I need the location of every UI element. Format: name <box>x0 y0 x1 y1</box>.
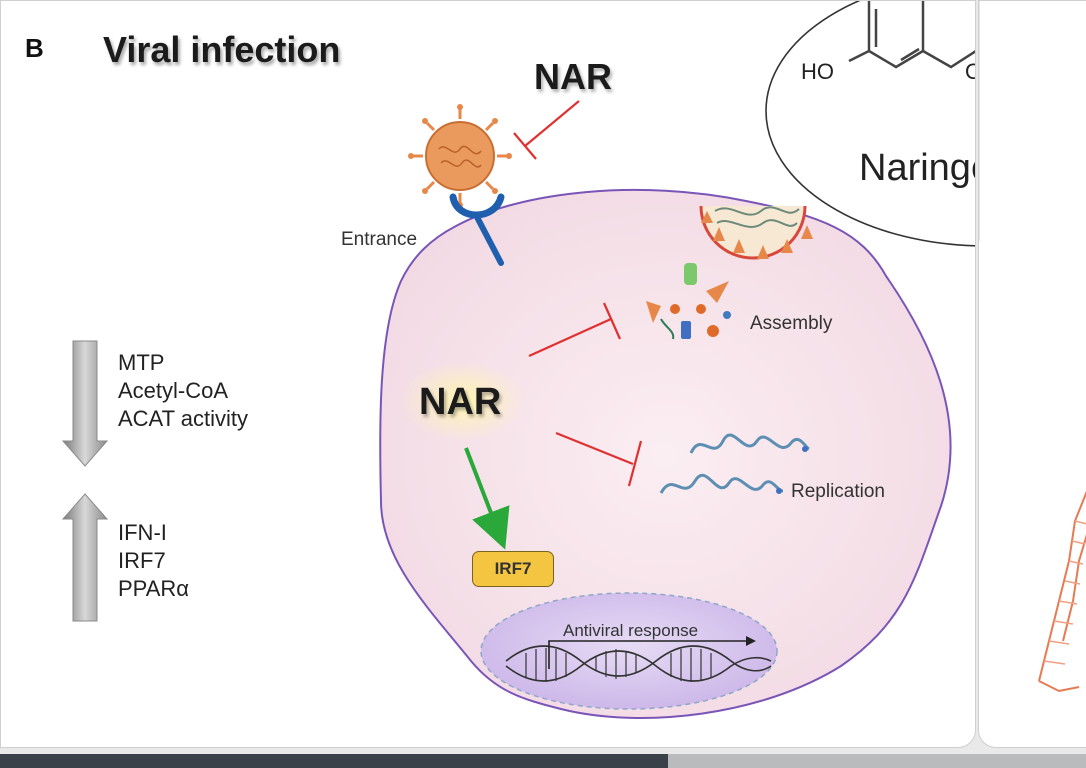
bottom-bar-segment <box>668 754 1086 768</box>
irf7-box: IRF7 <box>472 551 554 587</box>
oxygen-atom-label: O <box>965 59 975 85</box>
inhibition-replication-icon <box>555 431 643 487</box>
upregulated-item: IFN-I <box>118 520 167 545</box>
transcription-arrow-icon <box>548 636 756 669</box>
antiviral-response-label: Antiviral response <box>563 621 699 640</box>
downregulated-item: ACAT activity <box>118 406 248 431</box>
inhibition-assembly-icon <box>528 302 622 358</box>
downregulated-item: MTP <box>118 350 165 375</box>
downregulated-item: Acetyl-CoA <box>118 378 229 403</box>
inhibition-entry-icon <box>513 100 580 160</box>
receptor-icon <box>449 193 505 266</box>
panel-title: Viral infection <box>103 29 341 70</box>
upregulated-item: PPARα <box>118 576 189 601</box>
adjacent-panel-art <box>979 1 1086 693</box>
rna-strands-icon <box>659 433 810 494</box>
nar-label-top: NAR <box>534 56 612 97</box>
activation-arrow-icon <box>464 447 510 550</box>
bottom-bar <box>0 754 1086 768</box>
downregulated-list: MTP Acetyl-CoA ACAT activity <box>118 349 248 433</box>
nar-glow <box>401 361 525 441</box>
viral-infection-panel: B Viral infection NAR NAR Entrance Assem… <box>0 0 976 748</box>
upregulation-arrow-icon <box>61 493 109 622</box>
budding-virion-icon <box>699 205 813 260</box>
naringenin-structure <box>765 1 975 247</box>
nar-label-center: NAR <box>419 381 502 423</box>
assembly-label: Assembly <box>750 313 833 334</box>
downregulation-arrow-icon <box>61 340 109 467</box>
panel-letter: B <box>25 33 44 63</box>
upregulated-list: IFN-I IRF7 PPARα <box>118 519 189 603</box>
virus-particle-icon <box>408 104 512 208</box>
upregulated-item: IRF7 <box>118 548 166 573</box>
entrance-label: Entrance <box>341 229 418 250</box>
naringenin-label: Naringenin <box>859 147 975 189</box>
adjacent-panel <box>978 0 1086 748</box>
nucleus <box>480 592 778 710</box>
assembly-components-icon <box>646 263 731 340</box>
dna-helix-icon <box>505 645 772 682</box>
replication-label: Replication <box>791 481 885 502</box>
hydroxyl-label: HO <box>801 59 834 84</box>
